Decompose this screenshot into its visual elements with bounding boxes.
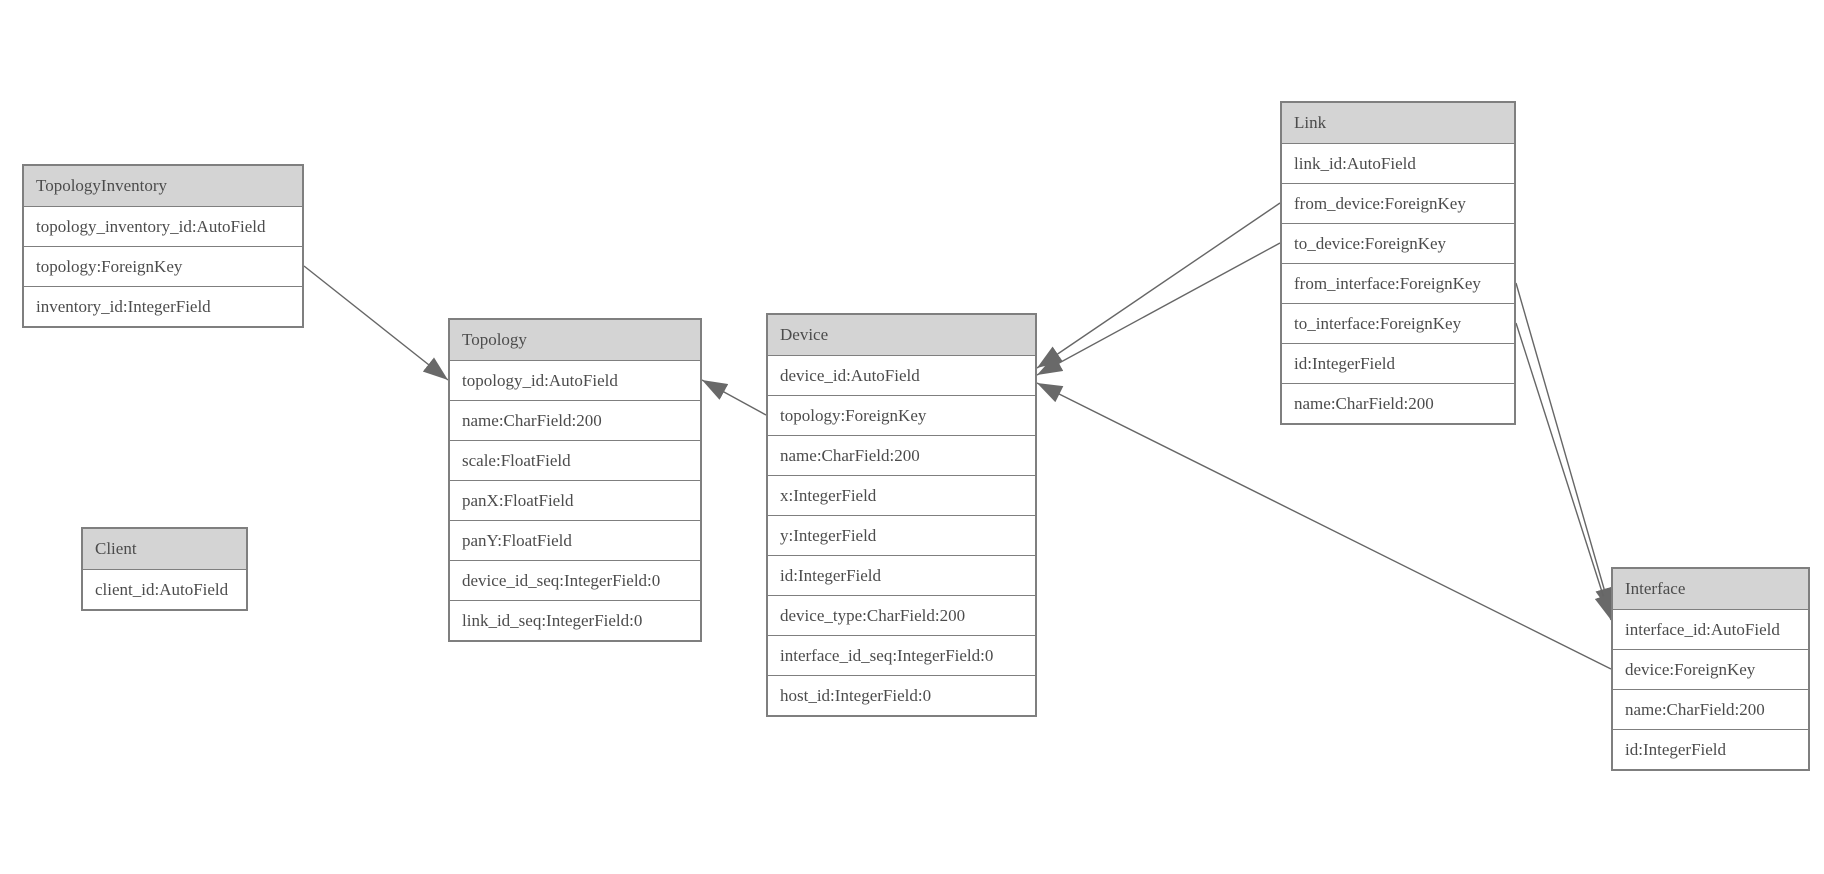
field-row: y:IntegerField bbox=[768, 516, 1035, 556]
field-row: inventory_id:IntegerField bbox=[24, 287, 302, 326]
field-row: to_device:ForeignKey bbox=[1282, 224, 1514, 264]
field-row: interface_id:AutoField bbox=[1613, 610, 1808, 650]
field-row: to_interface:ForeignKey bbox=[1282, 304, 1514, 344]
field-row: panY:FloatField bbox=[450, 521, 700, 561]
table-title: Device bbox=[768, 315, 1035, 356]
field-row: scale:FloatField bbox=[450, 441, 700, 481]
field-row: name:CharField:200 bbox=[768, 436, 1035, 476]
field-row: panX:FloatField bbox=[450, 481, 700, 521]
field-row: device_type:CharField:200 bbox=[768, 596, 1035, 636]
table-title: TopologyInventory bbox=[24, 166, 302, 207]
table-title: Interface bbox=[1613, 569, 1808, 610]
fk-arrow-interface-to-device bbox=[1036, 382, 1612, 670]
field-row: link_id_seq:IntegerField:0 bbox=[450, 601, 700, 640]
field-row: interface_id_seq:IntegerField:0 bbox=[768, 636, 1035, 676]
field-row: id:IntegerField bbox=[1282, 344, 1514, 384]
field-row: from_interface:ForeignKey bbox=[1282, 264, 1514, 304]
field-row: link_id:AutoField bbox=[1282, 144, 1514, 184]
table-title: Link bbox=[1282, 103, 1514, 144]
fk-arrow-link-to-interface bbox=[1515, 282, 1613, 614]
field-row: id:IntegerField bbox=[1613, 730, 1808, 769]
field-row: device_id:AutoField bbox=[768, 356, 1035, 396]
field-row: topology_id:AutoField bbox=[450, 361, 700, 401]
field-row: device:ForeignKey bbox=[1613, 650, 1808, 690]
field-row: id:IntegerField bbox=[768, 556, 1035, 596]
field-row: topology_inventory_id:AutoField bbox=[24, 207, 302, 247]
fk-arrow-link-to-device bbox=[1036, 202, 1281, 369]
field-row: topology:ForeignKey bbox=[768, 396, 1035, 436]
field-row: x:IntegerField bbox=[768, 476, 1035, 516]
field-row: host_id:IntegerField:0 bbox=[768, 676, 1035, 715]
fk-arrow-device-to-topology bbox=[701, 379, 767, 416]
table-title: Client bbox=[83, 529, 246, 570]
field-row: topology:ForeignKey bbox=[24, 247, 302, 287]
field-row: name:CharField:200 bbox=[1613, 690, 1808, 730]
fk-arrow-topologyinventory-to-topology bbox=[303, 265, 449, 381]
table-title: Topology bbox=[450, 320, 700, 361]
field-row: device_id_seq:IntegerField:0 bbox=[450, 561, 700, 601]
field-row: name:CharField:200 bbox=[450, 401, 700, 441]
field-row: from_device:ForeignKey bbox=[1282, 184, 1514, 224]
field-row: name:CharField:200 bbox=[1282, 384, 1514, 423]
field-row: client_id:AutoField bbox=[83, 570, 246, 609]
fk-arrow-link-to-device bbox=[1036, 242, 1281, 376]
fk-arrow-link-to-interface bbox=[1515, 322, 1612, 621]
